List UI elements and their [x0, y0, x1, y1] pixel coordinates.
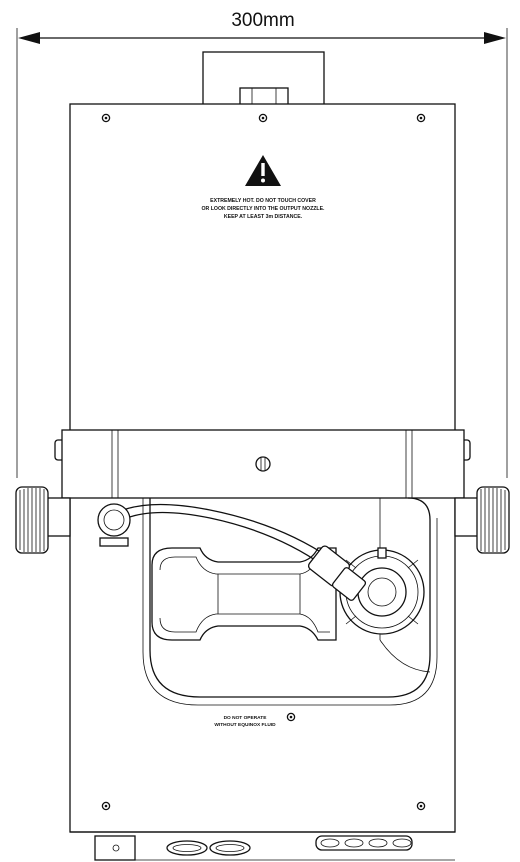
right-knob-icon [454, 486, 510, 554]
dimension-annotation: 300mm [16, 10, 508, 478]
warning-triangle-icon [245, 155, 281, 186]
carry-handle [151, 547, 337, 641]
connector-panel [70, 831, 455, 861]
xlr-connector-icon [209, 840, 251, 856]
power-connector-icon [315, 835, 413, 851]
screw-icon [286, 712, 296, 722]
xlr-connector-icon [166, 840, 208, 856]
fluid-warning-note: DO NOT OPERATE WITHOUT EQUINOX FLUID [214, 712, 296, 728]
bracket-bolt-icon [255, 456, 271, 472]
fluid-note-line-1: DO NOT OPERATE [224, 715, 268, 721]
dimension-arrow-icon [484, 32, 506, 44]
warning-line-3: KEEP AT LEAST 3m DISTANCE. [224, 214, 303, 220]
nozzle-housing [202, 51, 325, 106]
warning-line-2: OR LOOK DIRECTLY INTO THE OUTPUT NOZZLE. [202, 206, 326, 212]
screw-icon [416, 113, 426, 123]
screw-icon [101, 801, 111, 811]
dimension-label: 300mm [231, 10, 294, 31]
warning-line-1: EXTREMELY HOT. DO NOT TOUCH COVER [210, 198, 316, 204]
fluid-cap-icon [339, 547, 425, 635]
left-knob-icon [15, 486, 71, 554]
yoke-bracket [54, 429, 471, 499]
screw-icon [101, 113, 111, 123]
screw-icon [416, 801, 426, 811]
screw-icon [258, 113, 268, 123]
fluid-tube [97, 503, 367, 601]
warning-label: EXTREMELY HOT. DO NOT TOUCH COVER OR LOO… [202, 155, 326, 220]
fluid-note-line-2: WITHOUT EQUINOX FLUID [214, 722, 276, 728]
dimension-arrow-icon [18, 32, 40, 44]
